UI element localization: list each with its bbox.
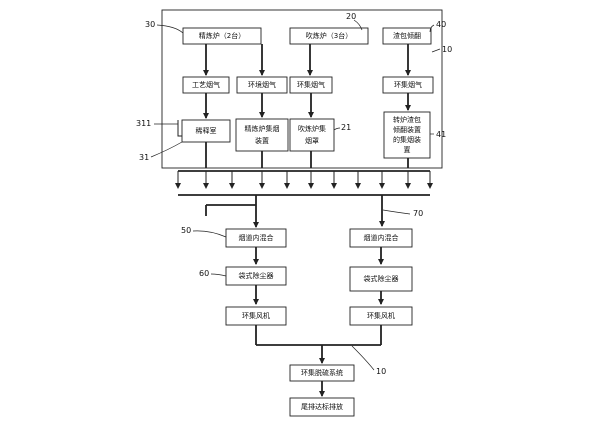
refining-hood-box: [235, 118, 289, 152]
leader-50: [192, 230, 227, 238]
callout-40: 40: [436, 20, 446, 29]
leader-31: [150, 141, 183, 158]
leader-10-top: [431, 48, 441, 53]
dilution-room-label: 稀释室: [196, 126, 217, 135]
callout-10-bottom: 10: [376, 367, 386, 376]
callout-30: 30: [145, 20, 155, 29]
bag-filter-right-box: [349, 266, 413, 292]
ladle-hood-label-2: 倾翻装置: [393, 125, 421, 134]
leader-21: [333, 127, 341, 131]
callout-311: 311: [136, 119, 151, 128]
ladle-tipping-box: [382, 27, 432, 45]
duct-mix-right-label: 烟道内混合: [364, 233, 399, 242]
leader-10-bottom: [351, 345, 375, 371]
callout-60: 60: [199, 269, 209, 278]
ladle-hood-label-3: 的集烟装: [393, 135, 421, 144]
refining-furnace-label: 精炼炉（2台）: [199, 31, 245, 40]
converter-hood-label-1: 吹炼炉集: [298, 124, 326, 133]
refining-furnace-box: [182, 27, 262, 45]
converter-box: [289, 27, 369, 45]
callout-10-top: 10: [442, 45, 452, 54]
ladle-hood-label-4: 置: [404, 146, 411, 154]
leader-70: [382, 209, 411, 215]
leader-20: [353, 19, 363, 31]
refining-hood-label-2: 装置: [255, 136, 269, 145]
env-fume-3-label: 环集烟气: [394, 80, 422, 89]
emission-box: [289, 397, 355, 417]
converter-hood-label-2: 烟罩: [305, 136, 319, 145]
desulfurization-label: 环集脱硫系统: [301, 368, 343, 377]
callout-20: 20: [346, 12, 356, 21]
bag-filter-right-label: 袋式除尘器: [364, 274, 399, 283]
refining-hood-label-1: 精炼炉集烟: [245, 124, 280, 133]
callout-50: 50: [181, 226, 191, 235]
bag-filter-left-label: 袋式除尘器: [239, 271, 274, 280]
callout-21: 21: [341, 123, 351, 132]
leader-60: [210, 273, 227, 277]
callout-70: 70: [413, 209, 423, 218]
fan-right-label: 环集风机: [367, 311, 395, 320]
converter-label: 吹炼炉（3台）: [306, 31, 352, 40]
callout-31: 31: [139, 153, 149, 162]
env-fume-1-label: 环境烟气: [248, 80, 276, 89]
process-fume-label: 工艺烟气: [192, 80, 220, 89]
leader-30: [156, 24, 184, 34]
ladle-hood-box: [383, 111, 431, 159]
fan-left-label: 环集风机: [242, 311, 270, 320]
dilution-inlet-bracket: [177, 120, 182, 137]
env-fume-2-label: 环集烟气: [297, 80, 325, 89]
ladle-tipping-label: 渣包倾翻: [393, 31, 421, 40]
leader-40: [429, 24, 435, 33]
duct-mix-left-label: 烟道内混合: [239, 233, 274, 242]
ladle-hood-label-1: 转炉渣包: [393, 115, 421, 124]
emission-label: 尾排达标排放: [301, 402, 343, 411]
callout-41: 41: [436, 130, 446, 139]
converter-hood-box: [289, 118, 335, 152]
